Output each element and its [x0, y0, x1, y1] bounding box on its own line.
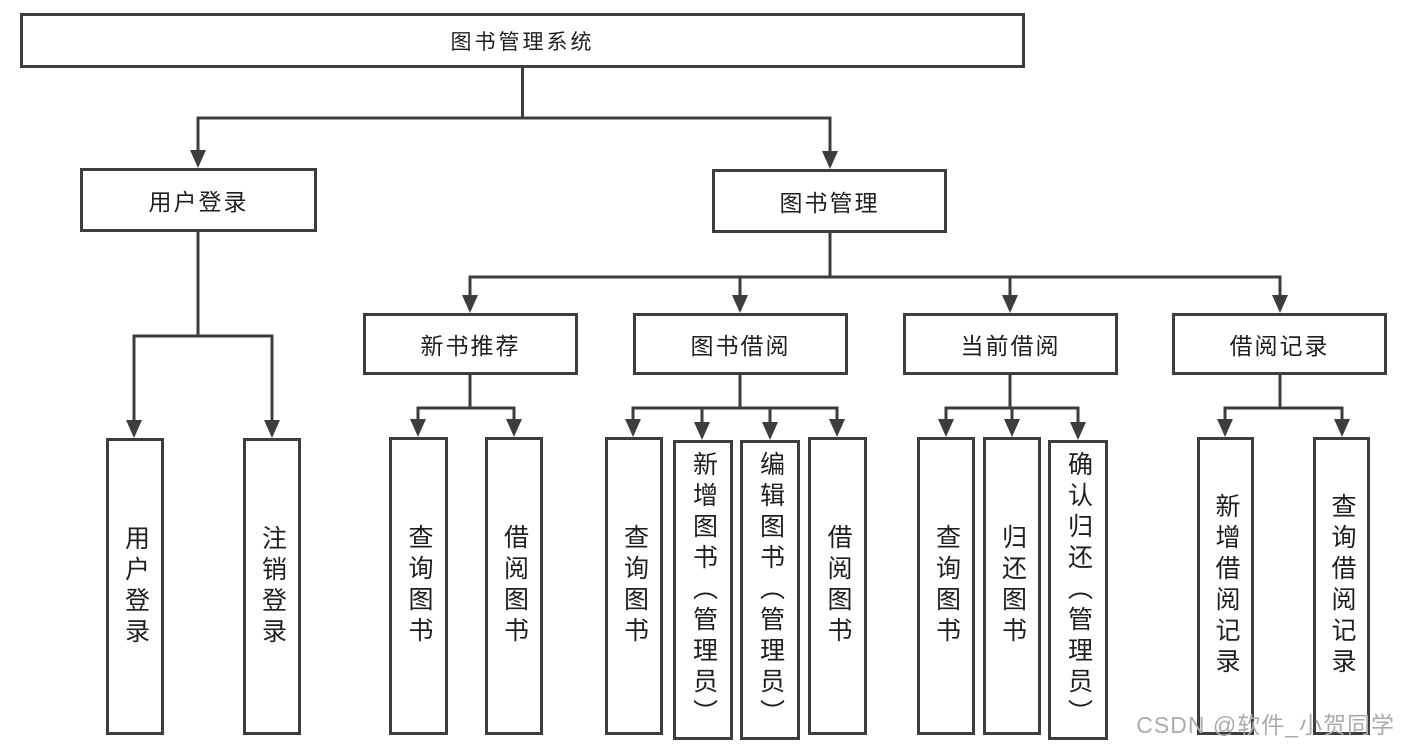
leaf-query-books-recommend: 查询图书 — [389, 437, 448, 735]
leaf-label: 借阅图书 — [824, 524, 852, 648]
leaf-label: 归还图书 — [998, 524, 1027, 648]
leaf-label: 新增借阅记录 — [1212, 493, 1240, 679]
leaf-add-borrow-record: 新增借阅记录 — [1197, 437, 1254, 735]
leaf-borrow-books: 借阅图书 — [808, 437, 867, 735]
csdn-watermark: CSDN @软件_小贺同学 — [1136, 712, 1395, 738]
node-label: 新书推荐 — [420, 333, 521, 359]
node-label: 借阅记录 — [1229, 333, 1330, 359]
node-label: 当前借阅 — [960, 333, 1061, 359]
leaf-logout: 注销登录 — [243, 438, 301, 735]
leaf-label: 新增图书（管理员） — [689, 450, 718, 730]
leaf-add-books-admin: 新增图书（管理员） — [673, 440, 733, 740]
leaf-label: 查询图书 — [932, 524, 961, 648]
node-book-management: 图书管理 — [712, 169, 947, 233]
node-book-borrow: 图书借阅 — [633, 313, 848, 375]
node-library-management-system: 图书管理系统 — [20, 13, 1025, 68]
leaf-confirm-return-admin: 确认归还（管理员） — [1048, 440, 1108, 740]
leaf-label: 借阅图书 — [500, 524, 529, 648]
node-borrow-records: 借阅记录 — [1172, 313, 1387, 375]
node-new-book-recommend: 新书推荐 — [363, 313, 578, 375]
node-user-login: 用户登录 — [80, 168, 317, 232]
leaf-label: 确认归还（管理员） — [1064, 450, 1093, 730]
leaf-edit-books-admin: 编辑图书（管理员） — [740, 440, 800, 740]
leaf-label: 编辑图书（管理员） — [756, 450, 785, 730]
leaf-query-books-borrow: 查询图书 — [605, 437, 663, 735]
leaf-label: 用户登录 — [121, 524, 150, 649]
node-label: 图书借阅 — [690, 333, 791, 359]
node-label: 用户登录 — [148, 189, 249, 215]
leaf-label: 查询借阅记录 — [1328, 493, 1356, 679]
leaf-query-books-current: 查询图书 — [917, 437, 975, 735]
leaf-user-login: 用户登录 — [106, 438, 164, 735]
leaf-label: 注销登录 — [258, 524, 287, 649]
node-label: 图书管理系统 — [450, 30, 595, 54]
node-label: 图书管理 — [779, 190, 880, 216]
leaf-return-books: 归还图书 — [983, 437, 1041, 735]
leaf-borrow-books-recommend: 借阅图书 — [485, 437, 543, 735]
leaf-query-borrow-record: 查询借阅记录 — [1313, 437, 1370, 735]
leaf-label: 查询图书 — [620, 524, 649, 648]
node-current-borrow: 当前借阅 — [903, 313, 1118, 375]
leaf-label: 查询图书 — [405, 524, 433, 648]
